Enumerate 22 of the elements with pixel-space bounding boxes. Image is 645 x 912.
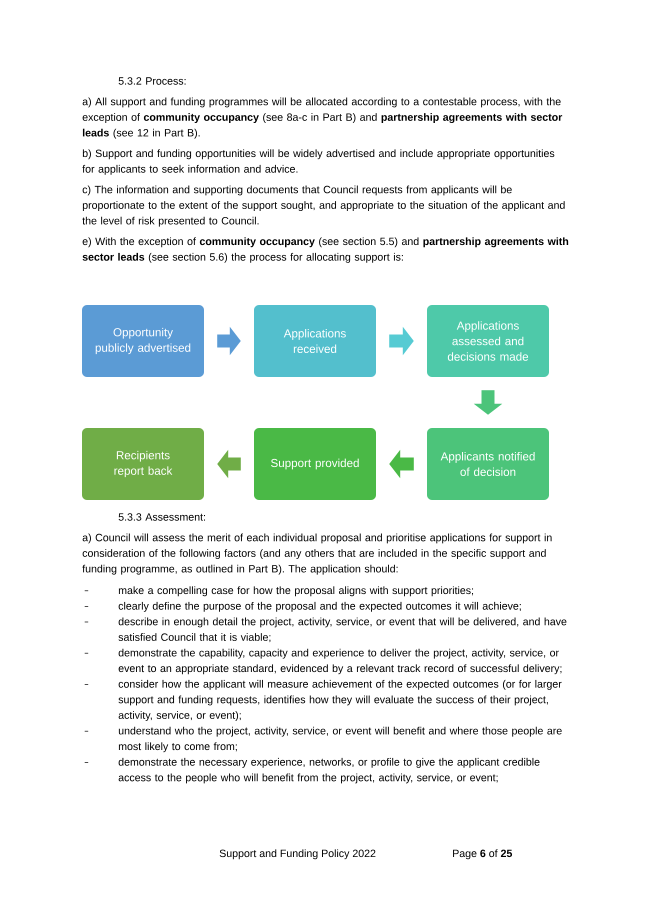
list-item: describe in enough detail the project, activity, service, or event that will be delivered, and have satisfied Council that it is viable; [118, 618, 566, 642]
paragraph: c) The information and supporting documents that Council requests from applicants will be proportionate to the extent of the support sought, and appropriate to the situation of the applicant and the level of risk presented to Council. [82, 186, 565, 227]
process-box: Applications assessed and decisions made [427, 305, 549, 377]
list-item: clearly define the purpose of the proposal and the expected outcomes it will achieve; [118, 602, 521, 612]
paragraph: a) Council will assess the merit of each individual proposal and prioritise applications for support in consideration of the following factors (and any others that are included in the specific support and funding programme, as outlined in Part B). The application should: [82, 534, 552, 575]
process-box: Applications received [254, 305, 376, 377]
process-box: Support provided [254, 428, 376, 500]
process-box: Recipients report back [82, 428, 204, 500]
process-box: Opportunity publicly advertised [82, 305, 204, 377]
process-box: Applicants notified of decision [427, 428, 549, 500]
footer-text: Support and Funding Policy 2022 [220, 849, 376, 860]
page-number: Page 6 of 25 [453, 849, 512, 860]
paragraph: e) With the exception of community occupancy (see section 5.5) and partnership agreements with sector leads (see section 5.6) the process for allocating support is: [82, 237, 568, 263]
list-item: consider how the applicant will measure achievement of the expected outcomes (or for larger support and funding requests, identifies how they will evaluate the success of their project, activity, service, or event); [118, 680, 562, 721]
section-heading: 5.3.2 Process: [118, 77, 186, 85]
section-heading: 5.3.3 Assessment: [118, 513, 205, 521]
list-item: understand who the project, activity, service, or event will benefit and where those people are most likely to come from; [118, 726, 562, 752]
paragraph: b) Support and funding opportunities will be widely advertised and include appropriate opportunities for applicants to seek information and advice. [82, 149, 554, 175]
list-item: demonstrate the capability, capacity and experience to deliver the project, activity, service, or event to an appropriate standard, evidenced by a relevant track record of successful delivery; [118, 648, 562, 674]
list-item: demonstrate the necessary experience, networks, or profile to give the applicant credible access to the people who will benefit from the project, activity, service, or event; [118, 758, 540, 784]
paragraph: a) All support and funding programmes will be allocated according to a contestable process, with the exception of community occupancy (see 8a-c in Part B) and partnership agreements with sector leads (see 12 in Part B). [82, 98, 562, 139]
list-item: make a compelling case for how the proposal aligns with support priorities; [118, 586, 474, 596]
